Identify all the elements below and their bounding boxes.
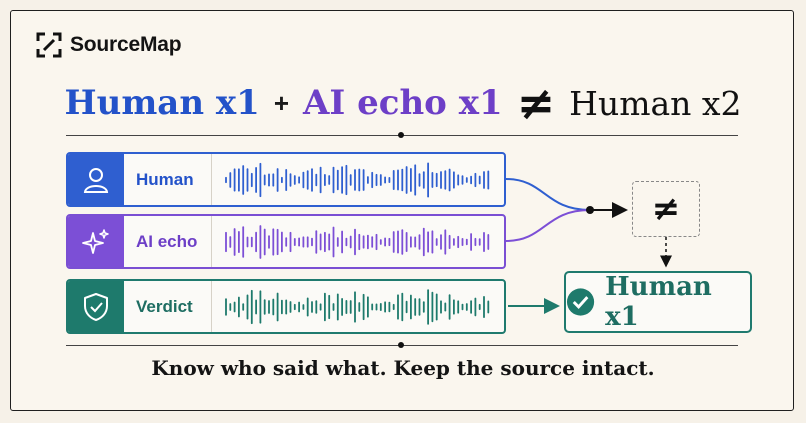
sparkle-icon bbox=[82, 228, 109, 254]
verdict-icon-box bbox=[68, 281, 124, 332]
headline-result: Human x2 bbox=[569, 83, 742, 123]
human-connector bbox=[505, 178, 591, 211]
headline-plus: + bbox=[273, 87, 289, 118]
verdict-label: Verdict bbox=[124, 281, 212, 332]
result-label: Human x1 bbox=[605, 272, 712, 332]
human-icon-box bbox=[68, 154, 124, 205]
bottom-divider-dot bbox=[398, 342, 404, 348]
ai-echo-row: AI echo bbox=[66, 214, 506, 269]
brand-logo: SourceMap bbox=[36, 32, 182, 58]
compare-box: ≠ bbox=[632, 181, 700, 237]
tagline: Know who said what. Keep the source inta… bbox=[151, 356, 655, 380]
not-equal-symbol: ≠ bbox=[651, 189, 681, 229]
top-divider-dot bbox=[398, 132, 404, 138]
ai-echo-connector bbox=[505, 209, 591, 242]
human-row: Human bbox=[66, 152, 506, 207]
scan-frame-icon bbox=[36, 32, 62, 58]
result-box: Human x1 bbox=[564, 271, 752, 333]
user-icon bbox=[83, 167, 109, 193]
human-label: Human bbox=[124, 154, 212, 205]
headline-ai-echo: AI echo x1 bbox=[303, 83, 503, 123]
brand-name: SourceMap bbox=[70, 33, 182, 56]
check-circle-icon bbox=[566, 288, 595, 316]
headline: Human x1 + AI echo x1 ≠ Human x2 bbox=[0, 80, 806, 126]
ai-echo-waveform bbox=[225, 224, 490, 259]
ai-echo-label: AI echo bbox=[124, 216, 212, 267]
ai-echo-icon-box bbox=[68, 216, 124, 267]
verdict-row: Verdict bbox=[66, 279, 506, 334]
verdict-waveform bbox=[225, 288, 490, 325]
headline-not-equal: ≠ bbox=[516, 76, 556, 130]
human-waveform bbox=[225, 162, 490, 197]
shield-check-icon bbox=[84, 292, 108, 321]
headline-human: Human x1 bbox=[64, 83, 260, 123]
